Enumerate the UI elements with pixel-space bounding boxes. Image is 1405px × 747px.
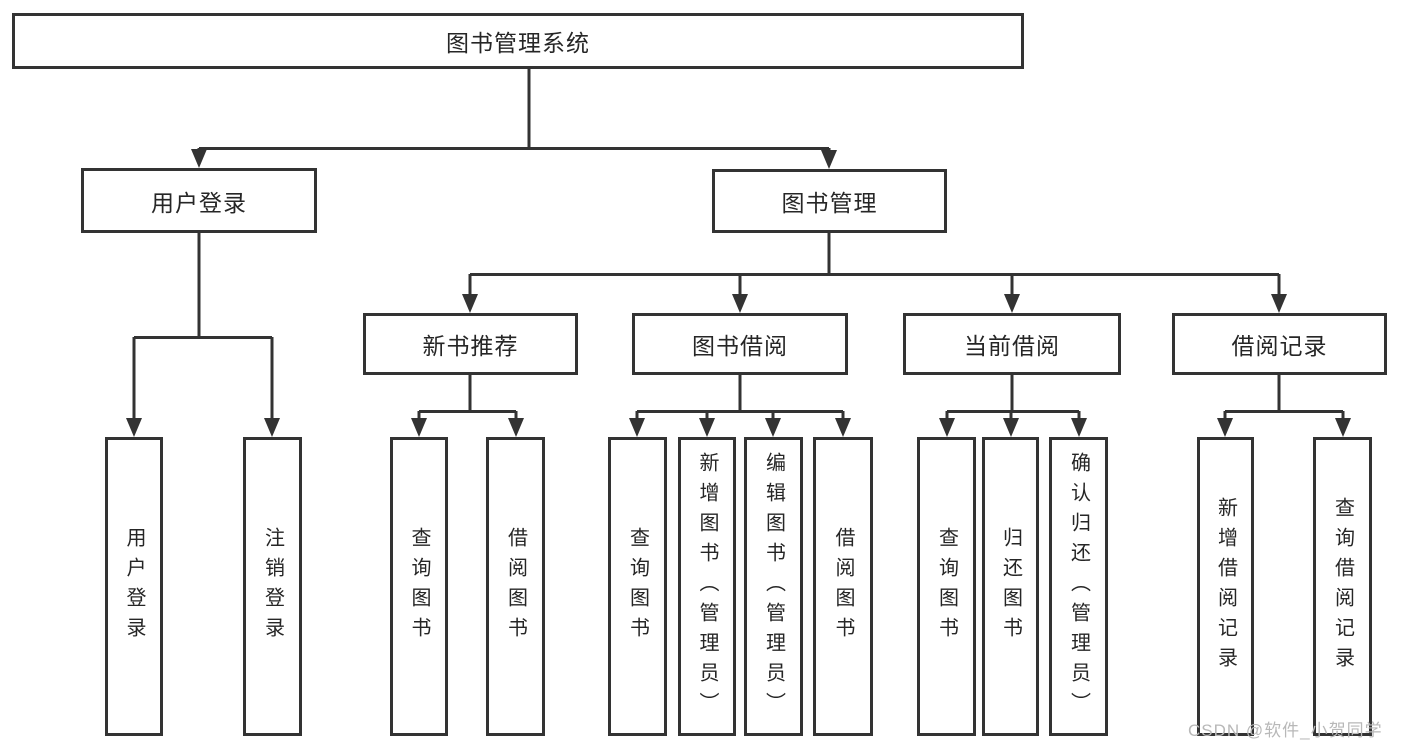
leaf-label: 查询借阅记录 [1331,496,1354,677]
arrow-down-icon [765,418,781,437]
leaf-label: 查询图书 [935,526,958,647]
leaf-confirm-return-admin: 确认归还（管理员） [1049,437,1108,736]
node-book-borrow: 图书借阅 [632,313,848,375]
arrow-down-icon [821,150,837,169]
arrow-down-icon [1004,294,1020,313]
arrow-down-icon [1217,418,1233,437]
arrow-down-icon [191,149,207,168]
node-user-login: 用户登录 [81,168,317,233]
arrow-down-icon [1003,418,1019,437]
leaf-add-book-admin: 新增图书（管理员） [678,437,736,736]
leaf-borrow-books: 借阅图书 [486,437,545,736]
node-book-management: 图书管理 [712,169,947,233]
node-borrow-records: 借阅记录 [1172,313,1387,375]
arrow-down-icon [508,418,524,437]
leaf-logout-login: 注销登录 [243,437,302,736]
leaf-edit-book-admin: 编辑图书（管理员） [744,437,803,736]
node-label: 当前借阅 [964,333,1060,359]
node-label: 图书管理系统 [446,30,590,56]
node-label: 用户登录 [151,189,247,216]
arrow-down-icon [699,418,715,437]
leaf-borrow-books: 借阅图书 [813,437,873,736]
node-current-borrow: 当前借阅 [903,313,1121,375]
node-label: 新书推荐 [422,333,519,359]
leaf-label: 归还图书 [999,526,1022,647]
leaf-label: 注销登录 [261,526,284,647]
node-label: 图书管理 [781,190,878,216]
leaf-label: 编辑图书（管理员） [762,451,785,722]
arrow-down-icon [126,418,142,437]
leaf-user-login: 用户登录 [105,437,163,736]
arrow-down-icon [939,418,955,437]
leaf-label: 确认归还（管理员） [1067,451,1090,722]
leaf-label: 借阅图书 [832,526,854,647]
leaf-label: 查询图书 [408,526,430,647]
arrow-down-icon [1071,418,1087,437]
node-library-system: 图书管理系统 [12,13,1024,69]
leaf-add-borrow-record: 新增借阅记录 [1197,437,1254,736]
leaf-return-book: 归还图书 [982,437,1039,736]
arrow-down-icon [462,294,478,313]
leaf-query-books: 查询图书 [390,437,448,736]
node-new-book-recommend: 新书推荐 [363,313,578,375]
leaf-query-borrow-record: 查询借阅记录 [1313,437,1372,736]
arrow-down-icon [411,418,427,437]
leaf-label: 借阅图书 [504,526,527,647]
leaf-label: 查询图书 [626,526,649,647]
arrow-down-icon [835,418,851,437]
node-label: 借阅记录 [1231,333,1328,359]
leaf-query-books: 查询图书 [917,437,976,736]
arrow-down-icon [629,418,645,437]
leaf-query-books: 查询图书 [608,437,667,736]
arrow-down-icon [732,294,748,313]
leaf-label: 新增图书（管理员） [696,451,718,722]
arrow-down-icon [264,418,280,437]
leaf-label: 新增借阅记录 [1214,496,1237,677]
watermark-text: CSDN @软件_小贺同学 [1188,721,1383,740]
arrow-down-icon [1335,418,1351,437]
node-label: 图书借阅 [692,333,788,359]
arrow-down-icon [1271,294,1287,313]
leaf-label: 用户登录 [123,526,145,647]
